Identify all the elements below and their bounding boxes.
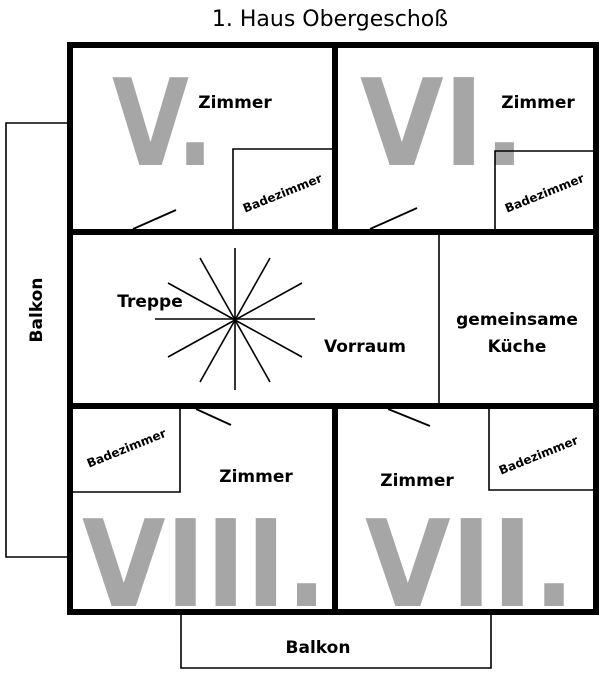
balcony-bottom-outline <box>180 612 492 669</box>
bath-vii-label: Badezimmer <box>497 433 580 478</box>
room-vi-numeral: VI. <box>360 55 525 194</box>
stair-symbol <box>155 248 315 390</box>
bath-v-label: Badezimmer <box>241 171 324 216</box>
door-room-viii <box>195 408 232 426</box>
bath-vi-partition <box>494 150 596 232</box>
balcony-left-label: Balkon <box>27 278 47 343</box>
room-vi-label: Zimmer <box>501 93 575 113</box>
kitchen-label-line2: Küche <box>488 337 547 357</box>
bath-v-partition <box>232 148 335 232</box>
lobby-label: Vorraum <box>324 337 406 357</box>
stairs-label: Treppe <box>117 292 183 312</box>
room-viii-label: Zimmer <box>219 467 293 487</box>
balcony-left-outline <box>5 122 70 558</box>
bath-vii-partition <box>488 406 596 491</box>
plan-title: 1. Haus Obergeschoß <box>212 7 448 32</box>
room-v-label: Zimmer <box>198 93 272 113</box>
balcony-bottom-label: Balkon <box>286 638 351 658</box>
bath-viii-label: Badezimmer <box>85 426 168 471</box>
room-vii-label: Zimmer <box>380 471 454 491</box>
door-room-v <box>132 209 177 230</box>
door-room-vii <box>387 408 431 427</box>
bath-viii-partition <box>70 406 181 493</box>
room-v-numeral: V. <box>112 55 214 194</box>
door-room-vi <box>369 207 418 230</box>
kitchen-label-line1: gemeinsame <box>456 310 578 330</box>
